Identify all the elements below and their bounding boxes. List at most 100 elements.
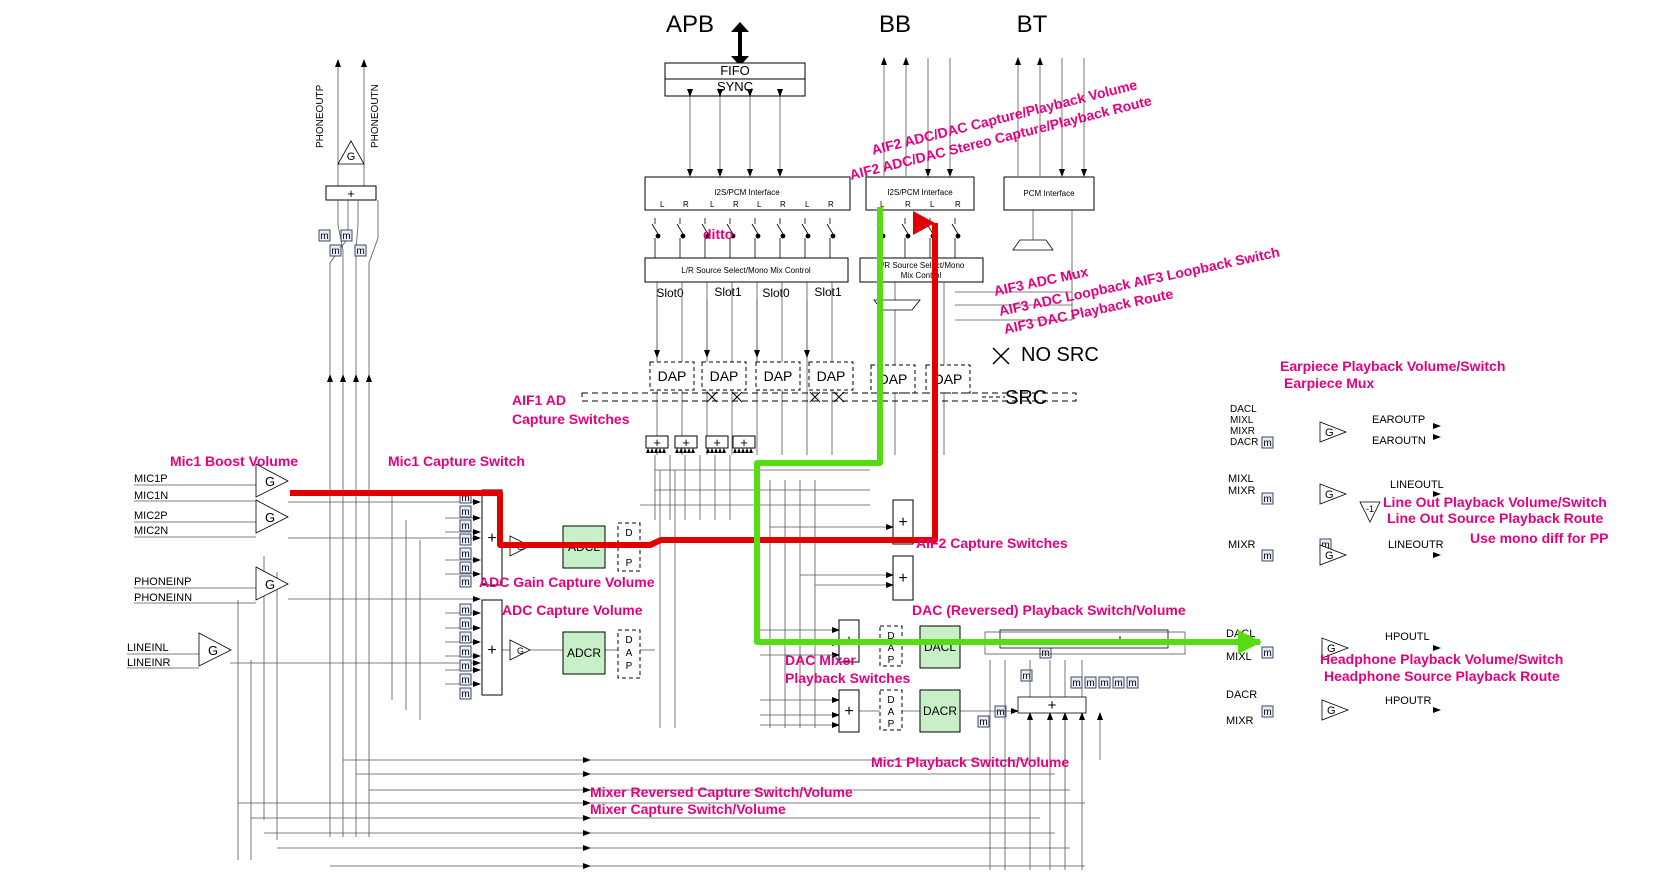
svg-text:R: R [828,200,834,209]
svg-text:R: R [955,200,961,209]
m-label: m [1321,540,1329,551]
headphone-route-note: Headphone Source Playback Route [1324,668,1560,684]
switch-contact [705,233,711,239]
m-label: m [461,661,469,672]
m-switch: m [459,631,472,644]
hp-mixr-label: MIXR [1226,715,1254,727]
switch [651,223,659,235]
svg-text:D: D [887,631,894,642]
aif1-switch-row [651,218,961,258]
svg-text:D: D [887,695,894,706]
m-label: m [1128,678,1136,689]
aif1-capture-adders: ++++ [645,435,756,453]
phonein-amp: G [255,566,289,601]
adc-capture-note: ADC Capture Volume [502,602,643,618]
svg-text:Slot0: Slot0 [762,286,790,300]
earoutp-label: EAROUTP [1372,414,1425,426]
gain-symbol: G [265,577,275,592]
adc-right-mixer: + [481,599,503,696]
input-amplifiers: G G G G [198,463,289,667]
dap-label: DAP [879,371,908,387]
m-label: m [461,563,469,574]
switch-contact [755,233,761,239]
dac-mixer-right: + [838,689,860,733]
earpiece-input-label: DACR [1230,437,1258,448]
aif1-ad-note: AIF1 AD [512,392,566,408]
apb-bus-arrow [731,22,749,66]
lineout-input-mixr: MIXR [1228,485,1256,497]
switch [951,223,959,235]
m-label: m [461,535,469,546]
mic1-amp: G [255,463,289,498]
switch [701,223,709,235]
m-label: m [461,605,469,616]
lineout-left-amp: G [1319,483,1348,505]
m-label: m [461,633,469,644]
earpiece-input-label: MIXL [1230,415,1254,426]
switch-contact [905,233,911,239]
playback-path-green [754,207,1262,654]
svg-text:+: + [844,703,853,720]
headphone-left-amp: G [1321,637,1350,659]
m-label: m [356,246,364,257]
phoneoutp-label: PHONEOUTP [315,84,326,148]
m-switch: m [459,561,472,574]
lineinl-label: LINEINL [127,642,169,654]
slot-labels: Slot0 Slot1 Slot0 Slot1 [656,285,842,300]
dac-mixer-note: DAC Mixer [785,652,856,668]
svg-text:Slot1: Slot1 [814,285,842,299]
src-band [581,392,1077,402]
svg-text:P: P [626,558,633,569]
dap-label: DAP [934,371,963,387]
aif1-adder-1: + [645,435,669,453]
bb-links [881,57,953,177]
svg-text:+: + [487,530,496,547]
svg-text:+: + [898,570,907,587]
gain-symbol: G [265,474,275,489]
m-switch: m [1126,676,1139,689]
switch [901,223,909,235]
m-label: m [461,619,469,630]
svg-text:L: L [805,200,810,209]
dac-dap-right: D A P [879,689,903,731]
lineout-route-note: Line Out Source Playback Route [1387,510,1603,526]
gain-symbol: G [1327,643,1336,655]
linein-amp: G [198,632,232,667]
bb-label: BB [879,11,911,38]
src-label: SRC [1005,387,1047,409]
m-switch: m [459,575,472,588]
m-label: m [996,707,1004,718]
svg-text:L: L [660,200,665,209]
bt-links [1015,57,1087,177]
inverter-label: -1 [1366,504,1374,514]
m-label: m [342,231,350,242]
dac-playback-note: Playback Switches [785,670,911,686]
gain-symbol: G [1325,550,1334,562]
svg-text:Mix Control: Mix Control [901,271,942,280]
m-label: m [1263,438,1271,449]
apb-label: APB [666,11,714,38]
svg-text:A: A [888,707,895,718]
m-switch: m [459,617,472,630]
switch [801,223,809,235]
gain-symbol: G [265,510,275,525]
m-switch: m [459,533,472,546]
aif3-mux [873,210,1073,321]
svg-text:DACR: DACR [923,704,957,718]
svg-text:R: R [733,200,739,209]
adc-gain-note: ADC Gain Capture Volume [479,574,655,590]
mic2-amp: G [255,499,289,534]
m-switch: m [1020,669,1033,682]
lineoutr-input-label: MIXR [1228,539,1256,551]
plus-sign: + [682,435,690,450]
phoneinn-label: PHONEINN [134,592,192,604]
switch-contact [730,233,736,239]
m-switch: m [459,505,472,518]
svg-text:L: L [710,200,715,209]
m-switch: m [1039,646,1052,659]
fifo-links [687,89,783,177]
switch-contact [680,233,686,239]
dac-reversed-note: DAC (Reversed) Playback Switch/Volume [912,602,1186,618]
